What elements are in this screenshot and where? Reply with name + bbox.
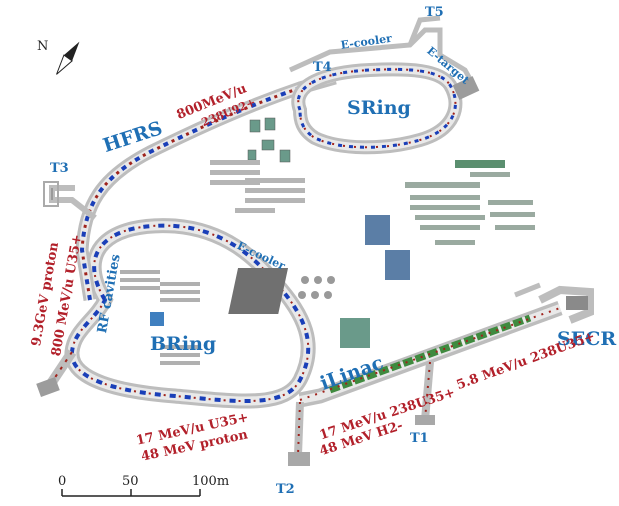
hfrs-beamline xyxy=(75,71,337,302)
bring-ring xyxy=(64,218,316,409)
equipment-rows-bring xyxy=(120,270,200,365)
t2-branch xyxy=(288,401,310,466)
equipment-rows-left xyxy=(210,160,305,213)
secr-building xyxy=(514,282,594,324)
bring-extraction-line xyxy=(36,349,77,397)
scale-tick-0: 0 xyxy=(58,474,67,489)
equipment-pads-center xyxy=(228,215,410,348)
compass-north-label: N xyxy=(37,39,49,54)
bring-label: BRing xyxy=(150,333,217,355)
t5-branch xyxy=(407,15,441,46)
equipment-right-block xyxy=(405,160,535,245)
t4-label: T4 xyxy=(313,60,332,75)
t1-label: T1 xyxy=(410,431,429,446)
t2-label: T2 xyxy=(276,482,295,497)
scale-tick-100: 100m xyxy=(192,474,230,489)
sring-label: SRing xyxy=(347,97,411,119)
scale-tick-50: 50 xyxy=(122,474,139,489)
t3-branch xyxy=(43,181,97,221)
secr-label: SECR xyxy=(557,328,617,350)
sring-ring xyxy=(288,27,480,155)
compass-icon xyxy=(56,41,80,75)
ilinac-line xyxy=(298,300,563,408)
scale-bar xyxy=(61,489,201,497)
t3-label: T3 xyxy=(50,161,69,176)
t5-label: T5 xyxy=(425,5,444,20)
equipment-cluster-sring xyxy=(247,117,291,163)
t1-branch xyxy=(415,361,435,425)
